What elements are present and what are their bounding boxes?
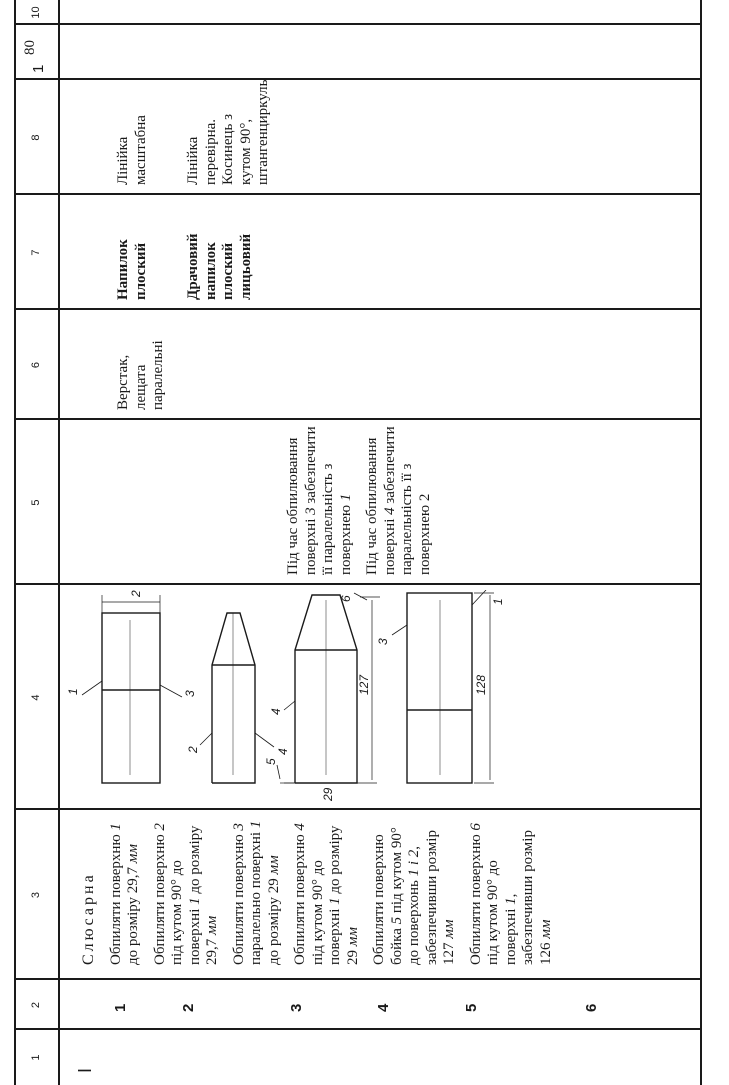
- col-divider: [14, 308, 702, 310]
- sketch-2-leader: [199, 732, 213, 746]
- header-col-4: 4: [30, 694, 42, 701]
- operation-4: Обпиляти поверхню 4 під кутом 90° до пов…: [292, 823, 361, 965]
- col-divider: [14, 418, 702, 420]
- header-col-2: 2: [30, 1001, 42, 1009]
- sketch-label: 2: [186, 746, 200, 754]
- col-divider: [14, 1028, 702, 1030]
- header-col-7: 7: [30, 249, 42, 256]
- col-divider: [14, 583, 702, 585]
- operations-cell: Слюсарна Обпиляти поверхню 1 до розміру …: [80, 815, 564, 965]
- tool-2: Драчовий напилок плоский лицьовий: [185, 233, 254, 300]
- header-row-border: [58, 0, 60, 1085]
- step-number-3: 3: [288, 1003, 305, 1012]
- header-col-6: 6: [30, 361, 42, 369]
- sketch-1-outline: [101, 612, 161, 784]
- sketch-2-outline: [211, 612, 256, 784]
- note-2: Під час обпилювання поверхні 4 забезпечи…: [364, 426, 433, 575]
- sketch-labels: 1 3 29 2 4 5 4 29 127 6 3 1 128: [66, 590, 505, 802]
- note-1: Під час обпилювання поверхні 3 забезпечи…: [285, 426, 354, 575]
- workshop-name: Слюсарна: [80, 872, 97, 965]
- part-sketches: 1 3 29 2 4 5 4 29 127 6 3 1 128: [66, 590, 505, 802]
- step-number-2: 2: [180, 1003, 197, 1012]
- sketch-2-leader: [254, 732, 275, 748]
- sketch-3-leader: [276, 764, 281, 780]
- sketch-4-leader: [391, 624, 408, 636]
- col-divider: [14, 193, 702, 195]
- sketch-dimension: 128: [474, 675, 488, 695]
- operation-5: Обпиляти поверхню бойка 5 під кутом 90° …: [371, 827, 457, 965]
- measuring-tool-1: Лінійка масштабна: [115, 115, 149, 185]
- sketch-label: 1: [66, 688, 80, 695]
- tool-1: Напилок плоский: [115, 239, 149, 300]
- sketch-dimension: 127: [357, 674, 371, 695]
- col-divider: [14, 23, 702, 25]
- operation-6: Обпиляти поверхню 6 під кутом 90° до пов…: [467, 823, 554, 965]
- col-divider: [14, 78, 702, 80]
- step-number-6: 6: [583, 1003, 600, 1012]
- operation-3: Обпиляти поверхню 3 паралельно поверхні …: [230, 820, 282, 965]
- measuring-tool-2: Лінійка перевірна. Косинець з кутом 90°,…: [185, 79, 271, 185]
- sketch-1-leader: [81, 680, 103, 696]
- step-number-5: 5: [463, 1003, 480, 1012]
- step-number-4: 4: [375, 1003, 392, 1012]
- operation-2: Обпиляти поверхню 2 під кутом 90° до пов…: [151, 823, 221, 965]
- sketch-3-leader: [283, 700, 296, 711]
- sketch-dimension: 29: [129, 590, 143, 598]
- table-bottom-border: [700, 0, 702, 1085]
- count-value: 1: [30, 64, 47, 73]
- header-col-8: 8: [30, 134, 42, 141]
- sketch-label: 3: [183, 690, 197, 697]
- col-divider: [14, 808, 702, 810]
- sketch-label: 1: [491, 598, 505, 605]
- time-value: 80: [22, 40, 38, 55]
- sketch-label: 3: [376, 638, 390, 645]
- sketch-dimension: 29: [321, 787, 335, 802]
- sketch-4-leader: [471, 590, 487, 606]
- sketch-label: 4: [276, 748, 290, 755]
- col-divider: [14, 978, 702, 980]
- header-col-3: 3: [30, 891, 42, 899]
- sketch-label: 5: [264, 758, 278, 765]
- sketch-label: 4: [269, 708, 283, 715]
- sketch-1-leader: [159, 684, 183, 698]
- sketch-label: 6: [339, 595, 353, 602]
- stage-number: I: [75, 1067, 95, 1073]
- equipment-cell: Верстак, лещата паралельні: [115, 340, 166, 410]
- sketch-4-outline: [406, 592, 473, 784]
- sketch-3-leader: [353, 592, 368, 601]
- operation-1: Обпиляти поверхню 1 до розміру 29,7 мм: [107, 823, 142, 965]
- step-number-1: 1: [112, 1003, 129, 1012]
- notes-cell: Під час обпилювання поверхні 3 забезпечи…: [285, 425, 443, 575]
- header-col-5: 5: [30, 499, 42, 506]
- header-col-1: 1: [30, 1054, 42, 1061]
